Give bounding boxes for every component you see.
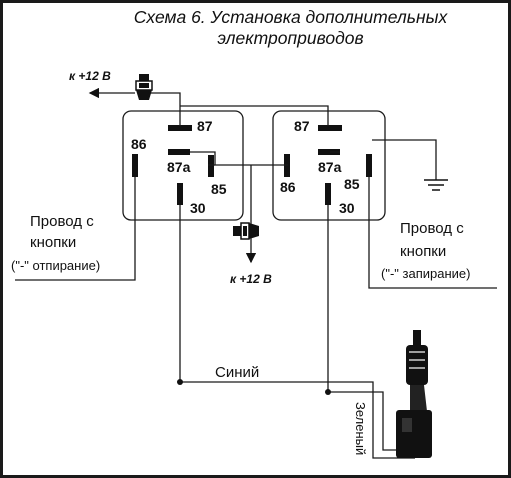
relay-right-label-87: 87: [294, 118, 310, 134]
relay-left-pin-85: [208, 155, 214, 177]
supply-mid-label: к +12 В: [230, 272, 272, 286]
relay-left-label-87: 87: [197, 118, 213, 134]
wiring-diagram: 87 86 87a 85 30 87 86 87a 85 30: [11, 69, 497, 459]
right-note-line-1: Провод с: [400, 220, 464, 237]
left-note-line-3: ("-" отпирание): [11, 258, 100, 273]
relay-right-pin-87: [318, 125, 342, 131]
wire-left-button: [15, 177, 136, 281]
right-note-line-2: кнопки: [400, 243, 446, 260]
relay-right-label-87a: 87a: [318, 159, 342, 175]
relay-left-pin-87: [168, 125, 192, 131]
relay-right-label-86: 86: [280, 179, 296, 195]
left-note-line-2: кнопки: [30, 234, 76, 251]
title-line-1: Схема 6. Установка дополнительных: [133, 7, 448, 27]
title-line-2: электроприводов: [217, 28, 364, 48]
left-button-note: Провод с кнопки ("-" отпирание): [11, 213, 100, 273]
wire-blue-label: Синий: [215, 364, 259, 381]
wire-green-label: Зеленый: [353, 402, 368, 455]
right-note-line-3: ("-" запирание): [381, 266, 470, 281]
junction-left: [177, 379, 183, 385]
relay-left-pin-86: [132, 154, 138, 177]
right-button-note: Провод с кнопки ("-" запирание): [381, 220, 470, 281]
relay-right-pin-87a: [318, 149, 340, 155]
wire-top-bus: [180, 105, 329, 126]
fuse-holder-mid-icon: [233, 222, 259, 240]
relay-left: 87 86 87a 85 30: [122, 110, 244, 221]
relay-left-label-30: 30: [190, 200, 206, 216]
relay-left-label-86: 86: [131, 136, 147, 152]
ground-symbol-icon: [424, 179, 448, 191]
relay-left-pin-30: [177, 183, 183, 205]
junction-right: [325, 389, 331, 395]
relay-left-pin-87a: [168, 149, 190, 155]
supply-top-label: к +12 В: [69, 69, 111, 83]
relay-left-label-85: 85: [211, 181, 227, 197]
relay-left-label-87a: 87a: [167, 159, 191, 175]
relay-right-pin-85: [366, 154, 372, 177]
wiring: [15, 87, 497, 459]
relay-right: 87 86 87a 85 30: [272, 110, 386, 221]
wire-green: [328, 391, 406, 451]
fuse-holder-top-icon: [135, 74, 153, 100]
left-note-line-1: Провод с: [30, 213, 94, 230]
relay-right-pin-30: [325, 183, 331, 205]
wire-left-87: [150, 92, 181, 126]
relay-right-label-30: 30: [339, 200, 355, 216]
actuator-icon: [396, 330, 432, 458]
wire-blue: [180, 381, 415, 459]
relay-right-label-85: 85: [344, 176, 360, 192]
wire-ground: [372, 139, 437, 180]
diagram-title: Схема 6. Установка дополнительных электр…: [93, 7, 488, 49]
wire-right-button: [368, 177, 497, 289]
